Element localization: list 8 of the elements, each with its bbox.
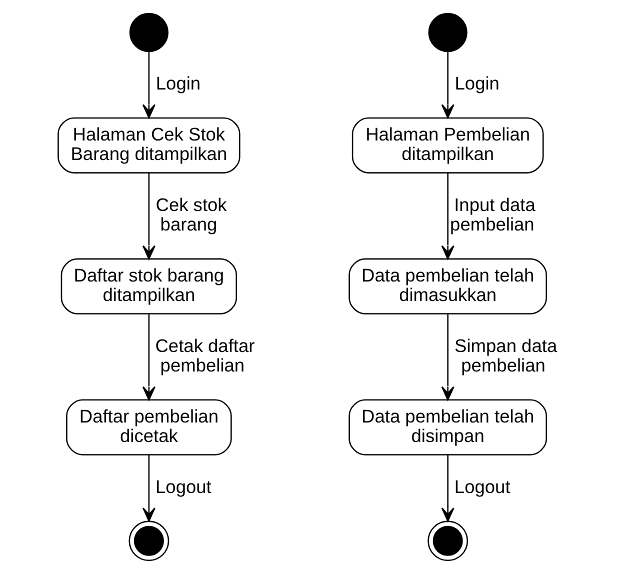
- edge-label: Cek stok barang: [156, 194, 227, 234]
- edge-label: Simpan data pembelian: [454, 334, 558, 376]
- edge-label: Logout: [454, 476, 510, 497]
- edge-label: Input data pembelian: [450, 194, 536, 234]
- edge-label: Login: [156, 72, 201, 94]
- edge-label: Login: [454, 72, 500, 94]
- edge-label: Logout: [156, 476, 212, 497]
- edge-label: Cetak daftar pembelian: [155, 334, 255, 376]
